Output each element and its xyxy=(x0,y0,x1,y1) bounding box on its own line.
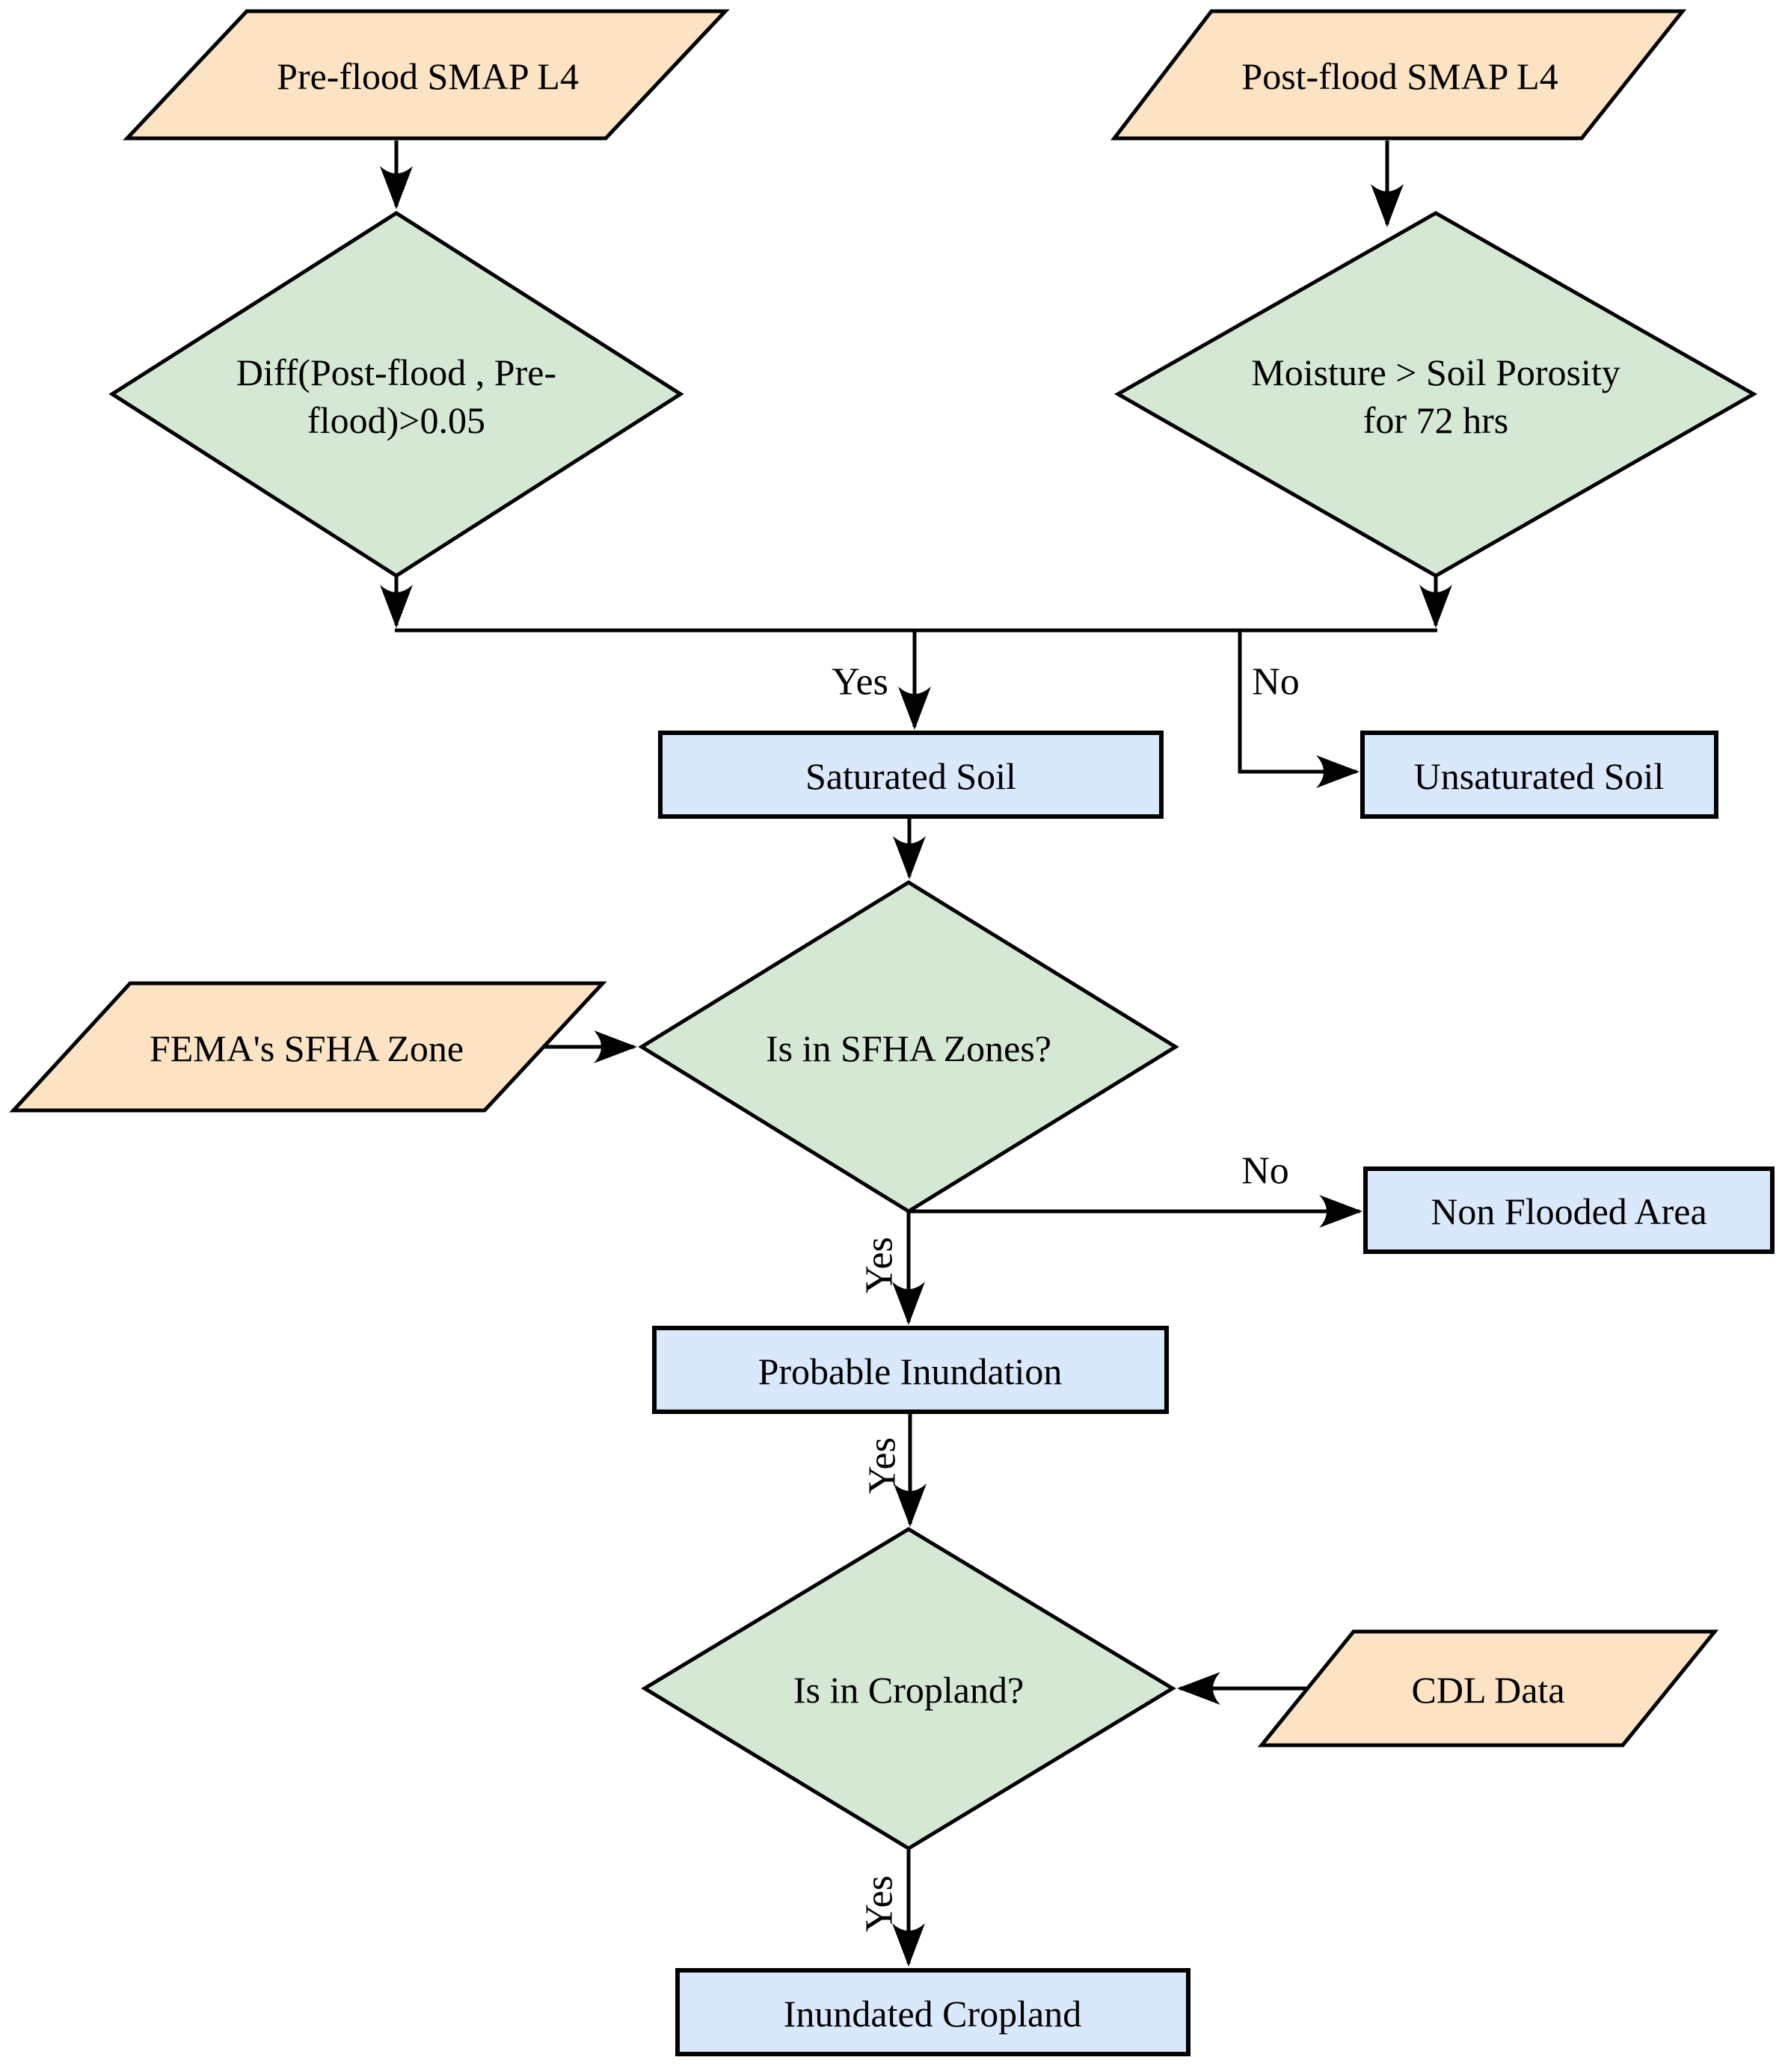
node-post-flood-smap-label: Post-flood SMAP L4 xyxy=(1241,55,1558,97)
node-sfha-check-label: Is in SFHA Zones? xyxy=(766,1027,1051,1069)
node-cropland-check xyxy=(641,1527,1176,1851)
node-moisture-check-label-line2: for 72 hrs xyxy=(1363,399,1508,441)
edge-label-probable-yes: Yes xyxy=(861,1437,904,1494)
node-moisture-check-label-line1: Moisture > Soil Porosity xyxy=(1251,351,1620,393)
edge-label-cropland-yes: Yes xyxy=(858,1875,901,1932)
node-cropland-check-label: Is in Cropland? xyxy=(793,1669,1024,1711)
node-diff-check-label-line2: flood)>0.05 xyxy=(307,399,485,441)
node-cdl-data xyxy=(1257,1629,1719,1747)
node-post-flood-smap xyxy=(1110,9,1687,141)
node-saturated-soil-label: Saturated Soil xyxy=(805,755,1016,797)
node-fema-sfha-zone-label: FEMA's SFHA Zone xyxy=(150,1027,464,1069)
node-diff-check xyxy=(108,211,684,578)
node-inundated-cropland-label: Inundated Cropland xyxy=(784,1993,1082,2035)
node-cdl-data-label: CDL Data xyxy=(1411,1669,1564,1711)
edge-label-sfha-yes: Yes xyxy=(858,1237,901,1294)
edge-label-merge-no: No xyxy=(1252,661,1300,704)
node-unsaturated-soil-label: Unsaturated Soil xyxy=(1414,755,1665,797)
edge-label-merge-yes: Yes xyxy=(832,661,888,704)
node-pre-flood-smap-label: Pre-flood SMAP L4 xyxy=(277,55,579,97)
node-moisture-check xyxy=(1113,211,1758,578)
node-fema-sfha-zone xyxy=(9,981,607,1113)
node-inundated-cropland xyxy=(675,1968,1190,2056)
node-non-flooded-area-label: Non Flooded Area xyxy=(1431,1190,1706,1232)
node-unsaturated-soil xyxy=(1360,731,1718,819)
node-saturated-soil xyxy=(658,731,1164,819)
edge-label-sfha-no: No xyxy=(1241,1150,1289,1193)
node-non-flooded-area xyxy=(1363,1166,1775,1254)
node-probable-inundation-label: Probable Inundation xyxy=(758,1350,1063,1392)
node-sfha-check xyxy=(638,880,1179,1214)
node-diff-check-label-line1: Diff(Post-flood , Pre- xyxy=(236,351,556,393)
node-probable-inundation xyxy=(652,1326,1169,1414)
edge-merge-no-to-unsaturated xyxy=(1238,630,1360,788)
node-pre-flood-smap xyxy=(123,9,730,141)
